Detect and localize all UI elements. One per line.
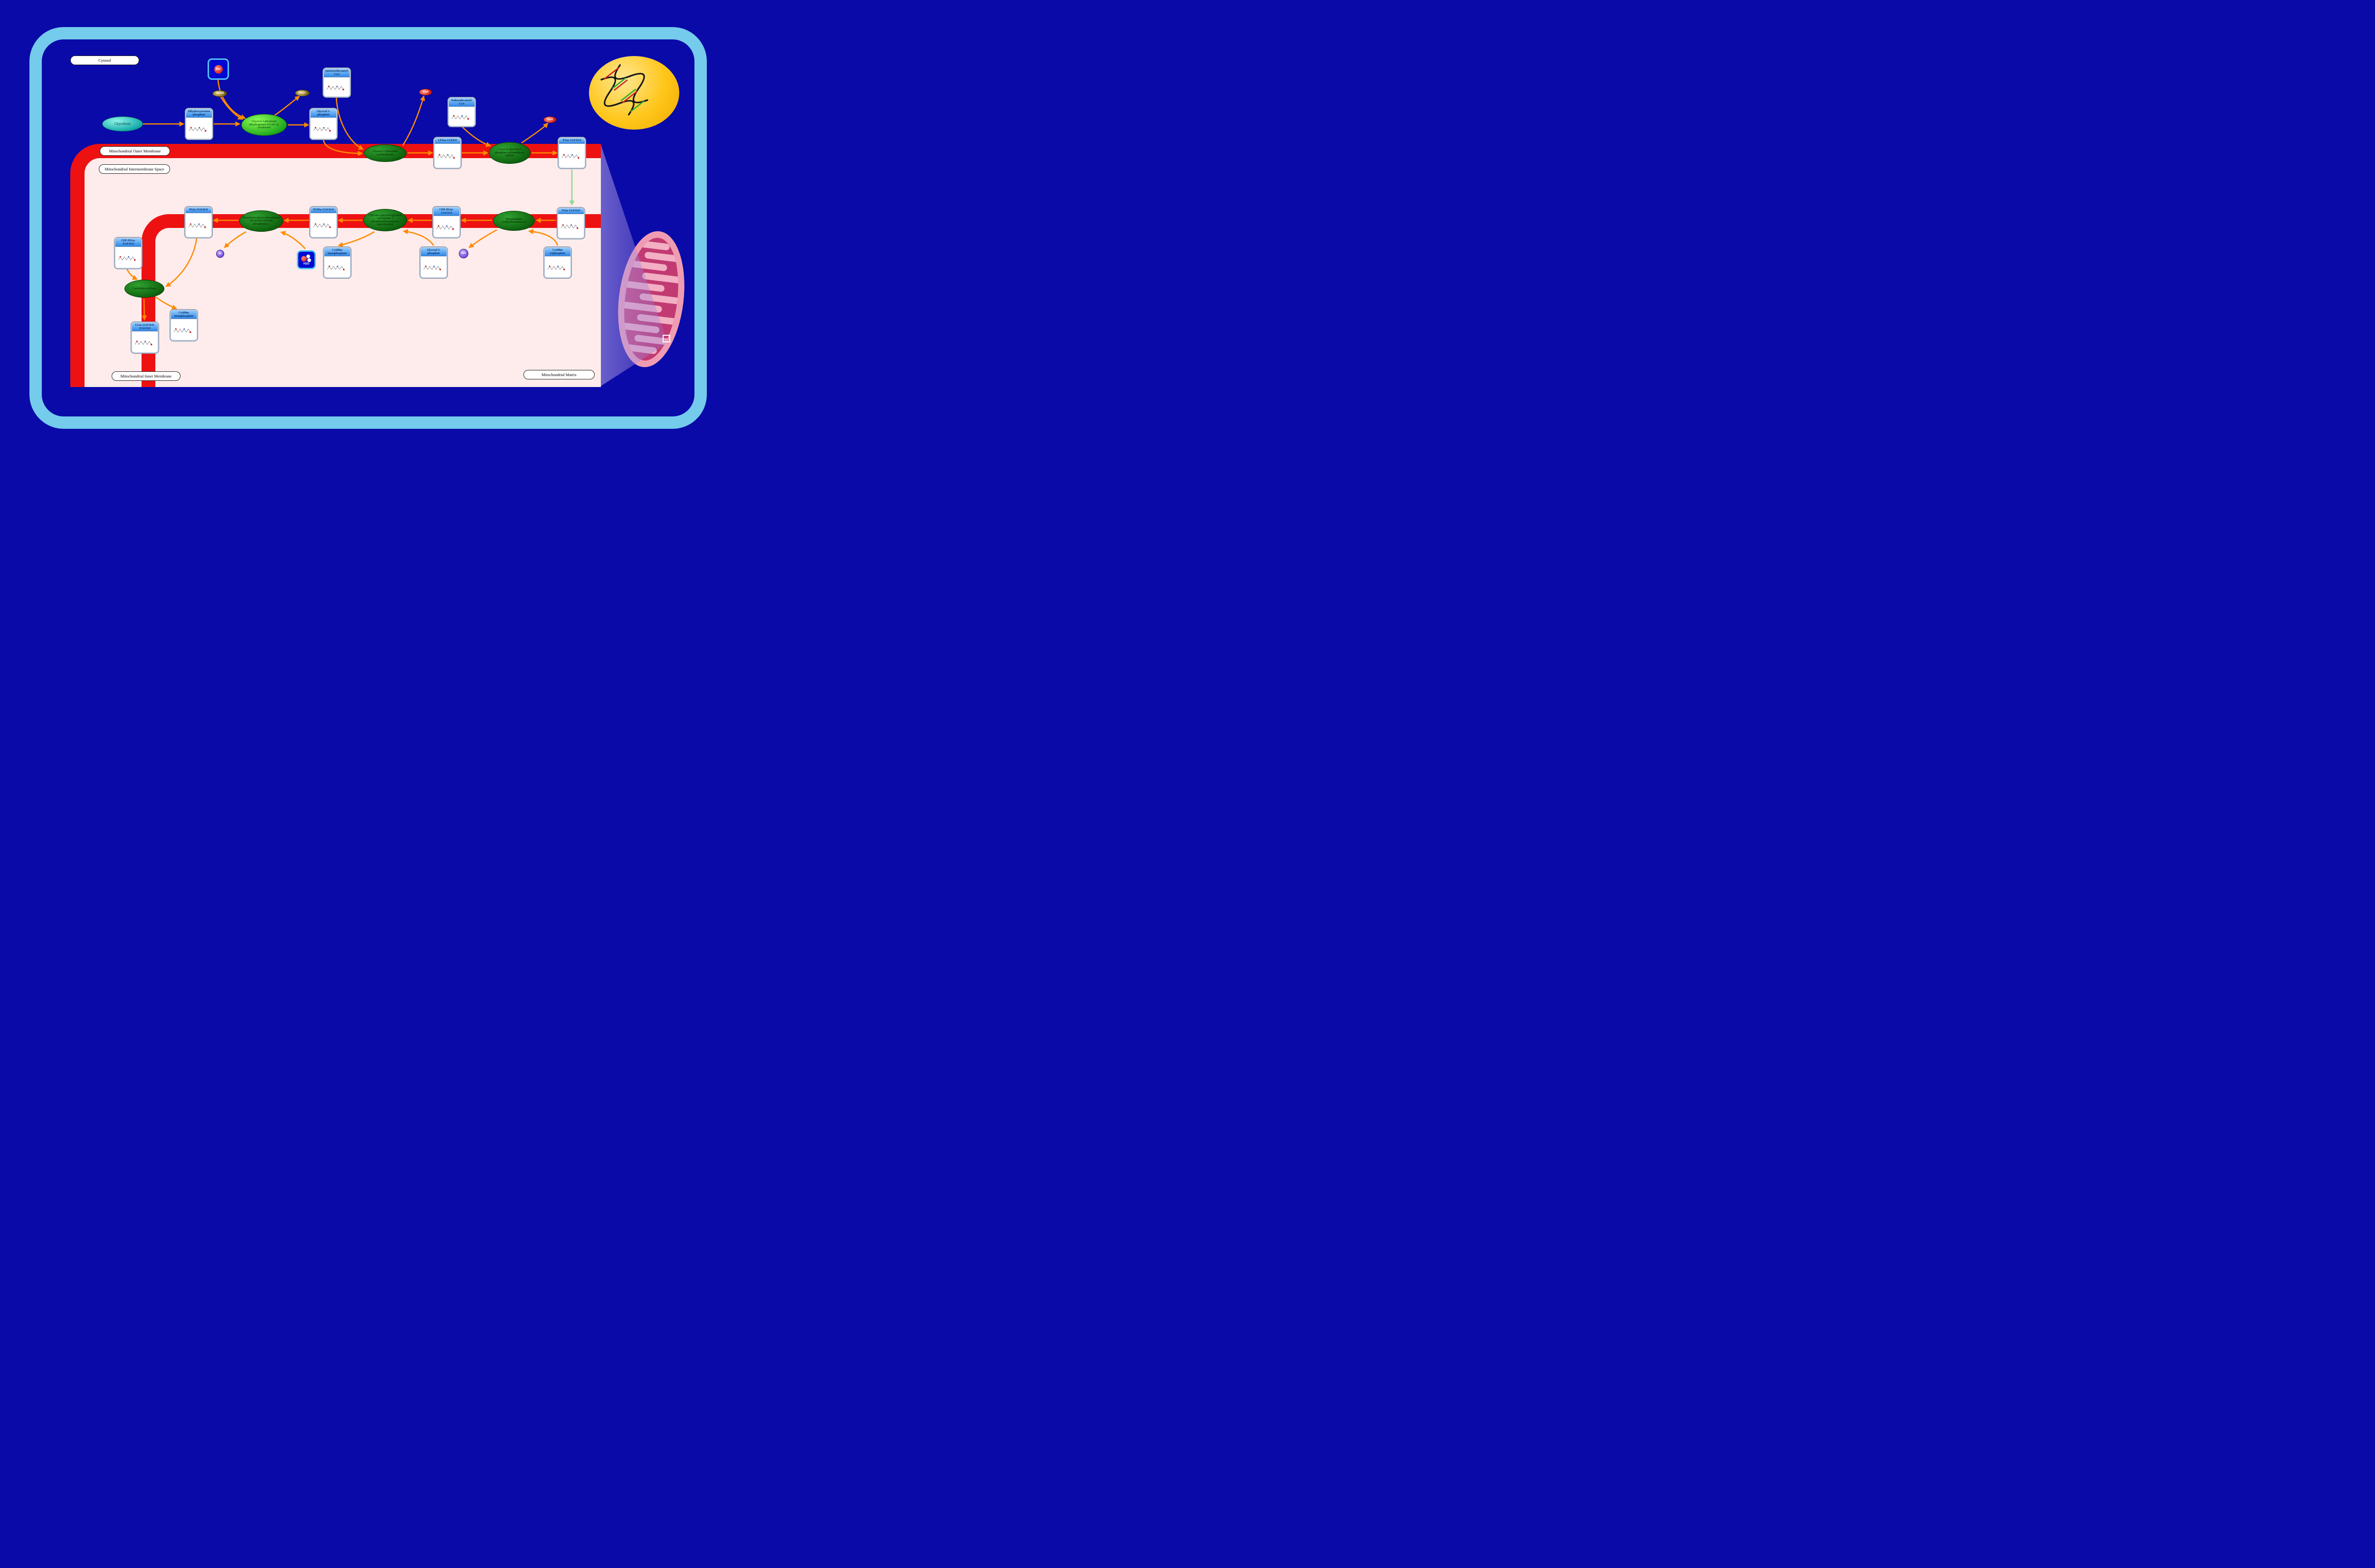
metabolite-structure bbox=[449, 107, 475, 126]
metabolite-structure bbox=[324, 77, 350, 96]
metabolite-isohexadecanoyl-coa[interactable]: Isohexadecanoyl-CoA bbox=[448, 97, 475, 127]
metabolite-structure bbox=[324, 256, 350, 277]
water-label: H2O bbox=[303, 262, 310, 265]
label-intermembrane-space: Mitochondrial Intermembrane Space bbox=[99, 164, 170, 174]
enzyme-agpat[interactable]: 1-Acyl-sn-glycerol-3-phosphate acyltrans… bbox=[489, 142, 531, 164]
enzyme-crls1[interactable]: Cardiolipin synthase bbox=[124, 280, 164, 298]
metabolite-pgta[interactable]: PGta-13:0/16:0 bbox=[185, 207, 212, 238]
enzyme-ptpmt1[interactable]: Phosphatidylglycerophosphatase and prote… bbox=[239, 210, 283, 232]
structure-icon bbox=[436, 225, 454, 230]
metabolite-structure bbox=[115, 247, 141, 268]
metabolite-structure bbox=[559, 143, 585, 168]
structure-icon bbox=[326, 85, 344, 90]
water-icon bbox=[301, 254, 312, 262]
structure-icon bbox=[313, 223, 331, 228]
metabolite-ctp[interactable]: Cytidine triphosphate bbox=[544, 247, 571, 278]
structure-icon bbox=[437, 154, 455, 159]
structure-icon bbox=[560, 224, 579, 229]
structure-icon bbox=[561, 154, 580, 159]
metabolite-pgpta[interactable]: PGPta-13:0/16:0 bbox=[310, 207, 337, 238]
metabolite-label: CLta-13:0/16:0-25:0/19:0 bbox=[132, 323, 158, 332]
structure-icon bbox=[173, 328, 191, 333]
metabolite-structure bbox=[558, 214, 584, 238]
metabolite-structure bbox=[186, 118, 212, 139]
enzyme-glycolysis[interactable]: Glycolysis bbox=[102, 116, 143, 132]
structure-icon bbox=[313, 126, 331, 132]
metabolite-label: Anteisotridecanoyl-CoA bbox=[324, 69, 350, 78]
structure-icon bbox=[118, 255, 136, 261]
dna-icon bbox=[600, 64, 648, 116]
metabolite-label: Cytidine triphosphate bbox=[545, 248, 570, 257]
structure-icon bbox=[327, 265, 345, 270]
enzyme-cds2[interactable]: Phosphatidate cytidylyltransferase 2 bbox=[493, 211, 535, 231]
metabolite-label: Isohexadecanoyl-CoA bbox=[449, 98, 475, 107]
metabolite-anteisotridecanoyl-coa[interactable]: Anteisotridecanoyl-CoA bbox=[323, 68, 351, 97]
label-outer-membrane: Mitochondrial Outer Membrane bbox=[100, 146, 170, 156]
pathway-canvas: Cytosol Mitochondrial Outer Membrane Mit… bbox=[0, 0, 734, 449]
structure-icon bbox=[189, 126, 207, 132]
metabolite-structure bbox=[171, 319, 197, 340]
proton-icon: H+ bbox=[214, 65, 223, 74]
metabolite-label: PGta-13:0/16:0 bbox=[186, 208, 211, 213]
metabolite-label: CDP-DGta-13:0/16:0 bbox=[434, 208, 459, 217]
metabolite-structure bbox=[434, 216, 459, 237]
metabolite-lpata[interactable]: LPAta-13:0/0:0 bbox=[434, 137, 461, 169]
cofactor-nad[interactable]: NAD+ bbox=[295, 90, 310, 96]
nodes-layer: Cytosol Mitochondrial Outer Membrane Mit… bbox=[0, 0, 734, 449]
enzyme-gpd1[interactable]: Glycerol-3-phosphate dehydrogenase [NAD(… bbox=[241, 114, 287, 136]
metabolite-structure bbox=[435, 143, 460, 168]
metabolite-label: LPAta-13:0/0:0 bbox=[435, 138, 460, 144]
metabolite-cdp-dgta-2[interactable]: CDP-DGta-25:0/19:0 bbox=[114, 237, 142, 269]
metabolite-pata-outer[interactable]: PAta-13:0/16:0 bbox=[558, 137, 586, 169]
structure-icon bbox=[547, 265, 565, 270]
metabolite-h2o[interactable]: H2O bbox=[297, 250, 316, 269]
metabolite-label: Glycerol 3-phosphate bbox=[421, 248, 446, 257]
metabolite-structure bbox=[186, 213, 211, 237]
metabolite-label: CDP-DGta-25:0/19:0 bbox=[115, 238, 141, 247]
structure-icon bbox=[134, 340, 152, 345]
metabolite-label: Glycerol 3-phosphate bbox=[311, 109, 336, 118]
metabolite-dhap[interactable]: Dihydroxyacetone phosphate bbox=[185, 108, 213, 140]
metabolite-structure bbox=[311, 213, 336, 237]
cofactor-coa-1[interactable]: CoA bbox=[419, 89, 432, 95]
metabolite-label: PAta-13:0/16:0 bbox=[559, 138, 585, 144]
cofactor-ppi[interactable]: PPi bbox=[459, 249, 468, 258]
metabolite-pata-inner[interactable]: PAta-13:0/16:0 bbox=[557, 208, 585, 239]
metabolite-g3p-cytosol[interactable]: Glycerol 3-phosphate bbox=[310, 108, 337, 140]
structure-icon bbox=[188, 223, 206, 228]
metabolite-label: PGPta-13:0/16:0 bbox=[311, 208, 336, 213]
structure-icon bbox=[423, 265, 441, 270]
metabolite-h-plus[interactable]: H+ bbox=[208, 58, 229, 80]
enzyme-gpam[interactable]: Glycerol-3-phosphate acyltransferase bbox=[364, 144, 407, 162]
label-inner-membrane: Mitochondrial Inner Membrane bbox=[112, 371, 180, 381]
nucleus-illustration bbox=[589, 56, 679, 130]
metabolite-label: PAta-13:0/16:0 bbox=[558, 208, 584, 214]
metabolite-label: Cytidine monophosphate bbox=[324, 248, 350, 257]
label-cytosol: Cytosol bbox=[70, 56, 139, 65]
label-matrix: Mitochondrial Matrix bbox=[523, 370, 595, 379]
metabolite-structure bbox=[421, 256, 446, 277]
cofactor-nadh[interactable]: NADH bbox=[212, 90, 227, 97]
metabolite-g3p-matrix[interactable]: Glycerol 3-phosphate bbox=[420, 247, 447, 278]
metabolite-clta[interactable]: CLta-13:0/16:0-25:0/19:0 bbox=[131, 322, 159, 353]
structure-icon bbox=[451, 114, 469, 120]
cell-membrane-frame bbox=[29, 27, 707, 429]
metabolite-structure bbox=[311, 118, 336, 139]
metabolite-cmp-2[interactable]: Cytidine monophosphate bbox=[323, 247, 351, 278]
metabolite-label: Cytidine monophosphate bbox=[171, 311, 197, 320]
enzyme-pgs1[interactable]: CDP-diacylglycerol-glycerol-3-phosphate … bbox=[363, 209, 407, 231]
metabolite-cmp-1[interactable]: Cytidine monophosphate bbox=[170, 310, 198, 341]
metabolite-structure bbox=[545, 256, 570, 277]
metabolite-structure bbox=[132, 331, 158, 352]
metabolite-cdp-dgta[interactable]: CDP-DGta-13:0/16:0 bbox=[433, 207, 460, 238]
metabolite-label: Dihydroxyacetone phosphate bbox=[186, 109, 212, 118]
cofactor-pi[interactable]: Pi bbox=[216, 250, 224, 258]
cofactor-coa-2[interactable]: CoA bbox=[543, 116, 557, 123]
